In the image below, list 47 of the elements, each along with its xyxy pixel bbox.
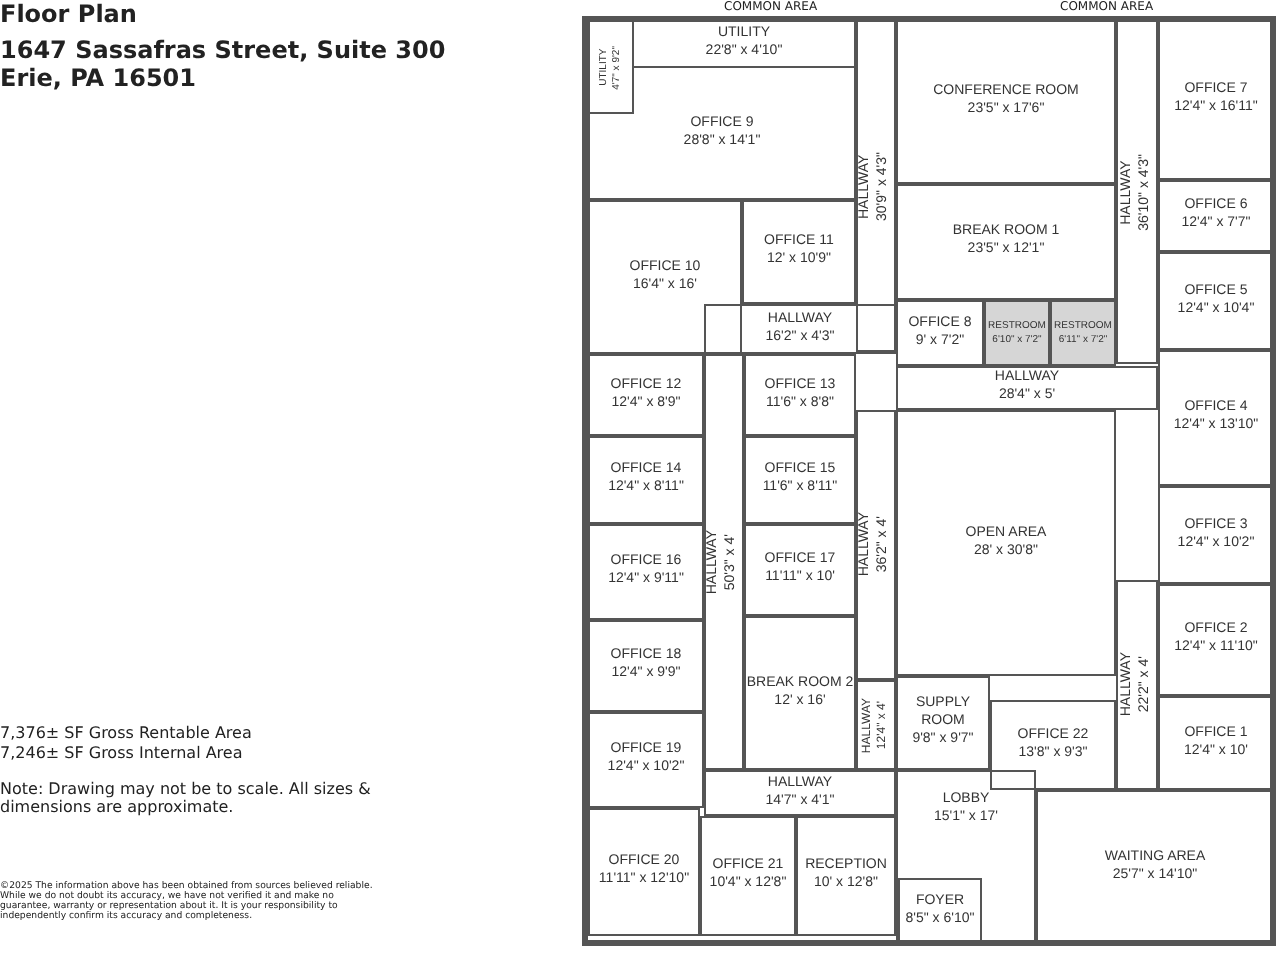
room-outline: [700, 816, 796, 936]
room-outline: [1050, 300, 1116, 366]
room-outline: [1158, 486, 1274, 584]
room-outline: [588, 808, 700, 936]
area-summary: 7,246± SF Gross Internal Area: [0, 744, 245, 762]
room-outline: [1158, 20, 1274, 180]
room-outline: [856, 680, 896, 770]
room-outline: [744, 616, 856, 770]
area-summary: 7,376± SF Gross Rentable Area: [0, 724, 254, 742]
room-outline: [742, 200, 856, 304]
room-outline: [588, 436, 704, 524]
room-outline: [744, 524, 856, 616]
address: 1647 Sassafras Street, Suite 300 Erie, PA 16501: [0, 36, 448, 92]
room-outline: [1158, 180, 1274, 252]
room-outline: [704, 770, 896, 816]
room-outline: [990, 700, 1116, 790]
room-outline: [1158, 252, 1274, 350]
room-outline: [1116, 20, 1158, 364]
room-outline: [1036, 790, 1274, 944]
room-outline: [856, 410, 896, 680]
room-outline: [896, 770, 1036, 944]
scale-note: Note: Drawing may not be to scale. All sizes & dimensions are approximate.: [0, 780, 373, 816]
room-outline: [588, 354, 704, 436]
room-outline: [896, 410, 1116, 676]
room-outline: [704, 304, 896, 354]
room-outline: [896, 20, 1116, 184]
room-outline: [588, 200, 742, 354]
room-outline: [744, 354, 856, 436]
room-outline: [588, 712, 704, 808]
room-outline: [1158, 584, 1274, 696]
room-outline: [704, 354, 744, 770]
room-outline: [1116, 580, 1158, 790]
room-outline: [856, 20, 896, 352]
room-outline: [744, 436, 856, 524]
room-outline: [1158, 696, 1274, 790]
room-outline: [588, 20, 634, 114]
room-outline: [896, 676, 990, 770]
room-outline: [588, 524, 704, 620]
room-outline: [1158, 350, 1274, 486]
room-outline: [898, 878, 982, 946]
room-outline: [896, 184, 1116, 300]
room-outline: [896, 366, 1158, 410]
room-outline: [796, 816, 896, 936]
room-outline: [896, 300, 984, 366]
plan-title: Floor Plan: [0, 0, 137, 28]
room-outline: [588, 620, 704, 712]
room-outline: [984, 300, 1050, 366]
